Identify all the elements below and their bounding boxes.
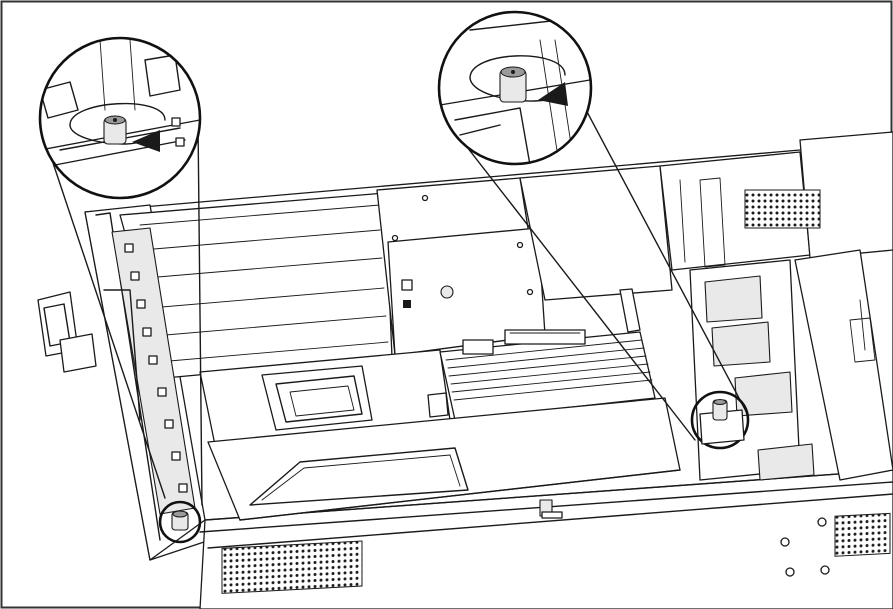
power-module [376,177,546,356]
left-callout-lines [41,121,203,506]
cpu-socket [261,365,373,431]
left-screw-target [158,500,202,544]
motherboard [199,288,656,446]
right-screw-target [690,390,750,450]
right-callout-lines [445,107,749,441]
rotate-counterclockwise-arrow-icon [69,102,166,126]
riser-bracket [207,397,681,521]
right-magnifier [437,10,593,166]
fan-vent [744,189,821,229]
fan-modules [689,249,893,481]
front-vent-right [834,512,891,557]
riser-cage [103,192,393,515]
front-vent-left [221,540,363,594]
drive-bay-area [519,131,893,301]
left-magnifier [38,36,202,200]
rotate-counterclockwise-arrow-icon [469,55,566,79]
